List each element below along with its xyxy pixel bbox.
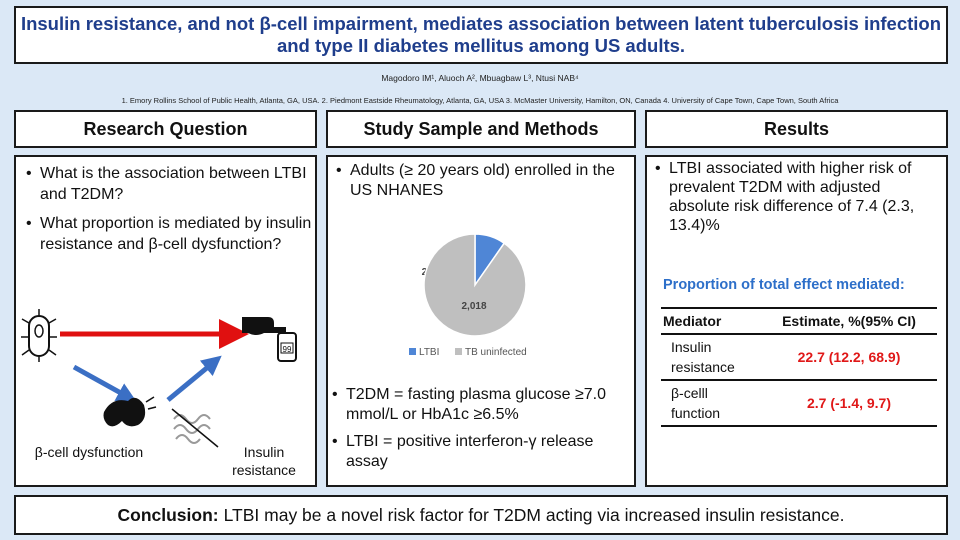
legend-swatch: [455, 348, 462, 355]
pancreas-icon: [103, 396, 157, 427]
col-mediator: Mediator: [661, 307, 761, 335]
poster-title: Insulin resistance, and not β-cell impai…: [20, 13, 942, 56]
pie-data-label: 2,018: [461, 301, 486, 312]
insulin-path-arrow: [166, 355, 222, 402]
definition-bullet: LTBI = positive interferon-γ release ass…: [328, 432, 633, 472]
study-sample-panel: Adults (≥ 20 years old) enrolled in the …: [326, 155, 636, 487]
legend-label: TB uninfected: [465, 347, 527, 358]
title-box: Insulin resistance, and not β-cell impai…: [14, 6, 948, 64]
results-list: LTBI associated with higher risk of prev…: [651, 159, 945, 235]
research-question-header-text: Research Question: [83, 118, 248, 139]
meter-reading: 99: [283, 345, 292, 354]
bacterium-icon: [21, 309, 57, 362]
conclusion-text: LTBI may be a novel risk factor for T2DM…: [223, 504, 845, 525]
table-row: Insulin resistance 22.7 (12.2, 68.9): [661, 334, 937, 381]
mediator-estimate: 22.7 (12.2, 68.9): [761, 334, 937, 381]
study-sample-bottom-list: T2DM = fasting plasma glucose ≥7.0 mmol/…: [328, 385, 633, 479]
legend-swatch: [409, 348, 416, 355]
mediator-estimate: 2.7 (-1.4, 9.7): [761, 380, 937, 427]
authors: Magodoro IM¹, Aluoch A², Mbuagbaw L³, Nt…: [381, 73, 579, 83]
study-sample-header: Study Sample and Methods: [326, 110, 636, 148]
table-row: β-celll function 2.7 (-1.4, 9.7): [661, 380, 937, 427]
results-panel: LTBI associated with higher risk of prev…: [645, 155, 948, 487]
research-question-list: What is the association between LTBI and…: [22, 163, 312, 263]
results-bullet: LTBI associated with higher risk of prev…: [651, 159, 945, 235]
research-question-bullet: What proportion is mediated by insulin r…: [22, 213, 312, 255]
affiliations: 1. Emory Rollins School of Public Health…: [121, 96, 839, 105]
mediation-diagram: 99: [21, 309, 297, 448]
study-sample-bullet: Adults (≥ 20 years old) enrolled in the …: [332, 161, 632, 201]
insulin-resistance-label: Insulin resistance: [232, 444, 296, 478]
study-sample-top-list: Adults (≥ 20 years old) enrolled in the …: [332, 161, 632, 201]
beta-cell-path-arrow: [72, 364, 137, 402]
mediator-name: β-celll function: [661, 380, 761, 427]
conclusion-label: Conclusion:: [117, 504, 219, 525]
conclusion-box: Conclusion: LTBI may be a novel risk fac…: [14, 495, 948, 535]
mediated-title: Proportion of total effect mediated:: [663, 277, 905, 293]
table-header-row: Mediator Estimate, %(95% CI): [661, 307, 937, 335]
pie-slice-tb-uninfected: [423, 233, 527, 337]
results-header: Results: [645, 110, 948, 148]
insulin-receptor-icon: [171, 408, 219, 448]
glucose-meter-icon: 99: [242, 317, 297, 362]
research-question-bullet: What is the association between LTBI and…: [22, 163, 312, 205]
study-sample-header-text: Study Sample and Methods: [363, 118, 599, 139]
definition-bullet: T2DM = fasting plasma glucose ≥7.0 mmol/…: [328, 385, 633, 425]
legend-label: LTBI: [419, 347, 439, 358]
research-question-header: Research Question: [14, 110, 317, 148]
mediation-table: Mediator Estimate, %(95% CI) Insulin res…: [661, 307, 937, 427]
mediator-name: Insulin resistance: [661, 334, 761, 381]
results-header-text: Results: [763, 118, 830, 139]
research-question-panel: What is the association between LTBI and…: [14, 155, 317, 487]
col-estimate: Estimate, %(95% CI): [761, 307, 937, 335]
beta-cell-label: β-cell dysfunction: [34, 444, 144, 460]
